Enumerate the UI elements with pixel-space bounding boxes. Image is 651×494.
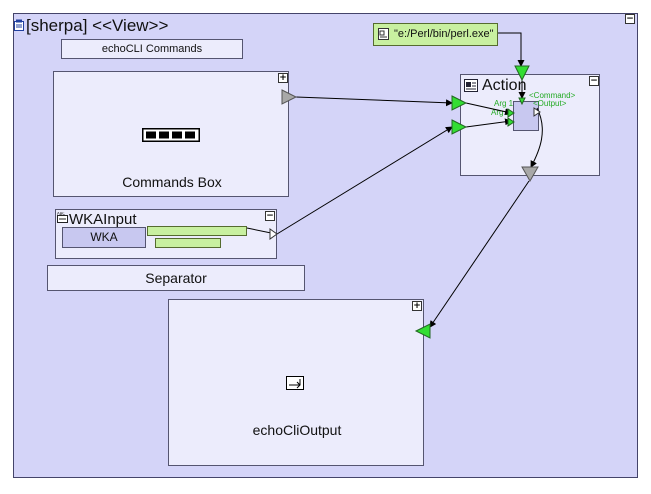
- port-inner-arg2: [507, 117, 515, 127]
- connector-inner-output: [530, 107, 543, 168]
- text-input-icon: ABC: [57, 212, 68, 223]
- wka-value-bar-bottom: [155, 238, 221, 248]
- connector-action-to-output: [429, 180, 530, 328]
- action-port-arg2-label: Arg 2: [491, 108, 511, 117]
- commands-box-icon: [142, 128, 200, 142]
- connector-wka-to-action-2: [276, 126, 453, 235]
- commands-box-node[interactable]: + Commands Box: [53, 71, 289, 197]
- output-area-icon: [286, 376, 304, 390]
- port-inner-command: [518, 97, 526, 106]
- action-port-arg1-label: Arg 1: [494, 99, 514, 108]
- commands-box-label: Commands Box: [122, 174, 222, 190]
- echo-cli-commands-label[interactable]: echoCLI Commands: [61, 39, 243, 59]
- port-wka-out: [269, 228, 278, 240]
- port-inner-arg1: [507, 108, 515, 118]
- view-title: [sherpa] <<View>>: [26, 16, 169, 35]
- action-icon: [464, 79, 478, 92]
- port-inner-output: [533, 107, 541, 117]
- separator-node[interactable]: Separator: [47, 265, 305, 291]
- wkainput-label: WKAInput: [69, 211, 137, 228]
- port-action-output: [521, 166, 539, 183]
- wkainput-node[interactable]: − ABC WKAInput WKA: [55, 209, 277, 259]
- wkainput-collapse-button[interactable]: −: [265, 211, 275, 221]
- echo-cli-output-expand-button[interactable]: +: [412, 301, 422, 311]
- perl-path-label: "e:/Perl/bin/perl.exe": [394, 28, 494, 40]
- port-action-arg1: [451, 95, 468, 111]
- action-label: Action: [482, 77, 527, 94]
- connector-perl-to-command: [498, 32, 525, 67]
- echo-cli-output-node[interactable]: + echoCliOutput: [168, 299, 424, 466]
- connector-inner-arg1: [465, 102, 512, 116]
- svg-text:ABC: ABC: [57, 212, 65, 216]
- connector-inner-arg2: [465, 118, 512, 128]
- wka-field[interactable]: WKA: [62, 227, 146, 248]
- perl-path-node[interactable]: "e:/Perl/bin/perl.exe": [373, 23, 498, 46]
- port-action-command: [514, 65, 530, 82]
- port-commands-out: [281, 89, 298, 105]
- port-action-arg2: [451, 119, 468, 135]
- file-icon: [378, 28, 389, 40]
- view-collapse-button[interactable]: −: [625, 14, 635, 24]
- connector-commands-to-action-1: [295, 96, 453, 107]
- commands-box-expand-button[interactable]: +: [278, 73, 288, 83]
- action-port-command-label: <Command>: [529, 91, 576, 100]
- echo-cli-output-label: echoCliOutput: [252, 422, 342, 438]
- action-port-output-label: <Output>: [533, 99, 567, 108]
- action-collapse-button[interactable]: −: [589, 76, 599, 86]
- port-output-in: [414, 323, 431, 339]
- wka-value-bar-top: [147, 226, 247, 236]
- view-icon: [14, 19, 24, 31]
